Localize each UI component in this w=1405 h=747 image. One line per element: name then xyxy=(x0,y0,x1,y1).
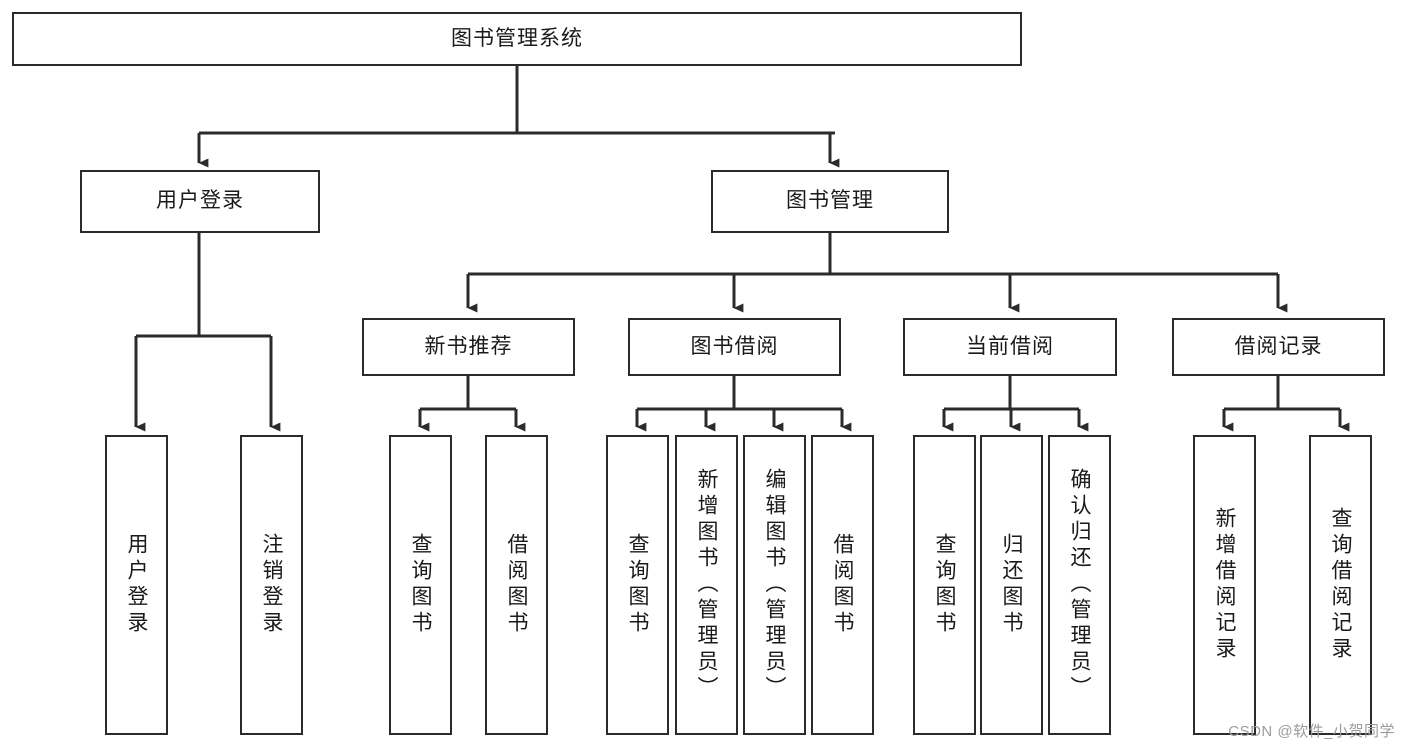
node-new-book-recommend[interactable]: 新书推荐 xyxy=(362,318,575,376)
node-label: 确认归还（管理员） xyxy=(1068,468,1091,702)
node-borrow-record[interactable]: 借阅记录 xyxy=(1172,318,1385,376)
leaf-borrow-query-book[interactable]: 查询图书 xyxy=(606,435,669,735)
watermark-text: CSDN @软件_小贺同学 xyxy=(1228,723,1395,740)
node-label: 用户登录 xyxy=(156,189,244,213)
node-label: 用户登录 xyxy=(125,533,148,637)
node-label: 新书推荐 xyxy=(424,334,513,358)
leaf-record-add-record[interactable]: 新增借阅记录 xyxy=(1193,435,1256,735)
leaf-borrow-edit-book-admin[interactable]: 编辑图书（管理员） xyxy=(743,435,806,735)
node-label: 借阅记录 xyxy=(1234,334,1323,358)
node-book-management[interactable]: 图书管理 xyxy=(711,170,949,233)
leaf-recommend-borrow-book[interactable]: 借阅图书 xyxy=(485,435,548,735)
node-label: 编辑图书（管理员） xyxy=(763,468,786,702)
leaf-user-login-logout[interactable]: 注销登录 xyxy=(240,435,303,735)
node-label: 新增借阅记录 xyxy=(1213,507,1236,663)
leaf-record-query-record[interactable]: 查询借阅记录 xyxy=(1309,435,1372,735)
node-label: 查询图书 xyxy=(409,533,432,637)
node-label: 查询图书 xyxy=(626,533,649,637)
leaf-recommend-query-book[interactable]: 查询图书 xyxy=(389,435,452,735)
node-label: 查询图书 xyxy=(933,533,956,637)
node-label: 查询借阅记录 xyxy=(1329,507,1352,663)
node-current-borrow[interactable]: 当前借阅 xyxy=(903,318,1117,376)
leaf-borrow-add-book-admin[interactable]: 新增图书（管理员） xyxy=(675,435,738,735)
node-label: 新增图书（管理员） xyxy=(695,468,718,702)
node-label: 图书借阅 xyxy=(690,334,779,358)
node-book-borrow[interactable]: 图书借阅 xyxy=(628,318,841,376)
leaf-user-login-login[interactable]: 用户登录 xyxy=(105,435,168,735)
node-label: 注销登录 xyxy=(260,533,283,637)
node-label: 借阅图书 xyxy=(505,533,528,637)
leaf-current-query-book[interactable]: 查询图书 xyxy=(913,435,976,735)
leaf-current-confirm-return-admin[interactable]: 确认归还（管理员） xyxy=(1048,435,1111,735)
node-user-login[interactable]: 用户登录 xyxy=(80,170,320,233)
node-label: 归还图书 xyxy=(1000,533,1023,637)
node-root-system[interactable]: 图书管理系统 xyxy=(12,12,1022,66)
node-label: 当前借阅 xyxy=(966,334,1054,358)
leaf-borrow-borrow-book[interactable]: 借阅图书 xyxy=(811,435,874,735)
node-label: 图书管理系统 xyxy=(451,26,583,50)
node-label: 图书管理 xyxy=(786,189,874,213)
leaf-current-return-book[interactable]: 归还图书 xyxy=(980,435,1043,735)
node-label: 借阅图书 xyxy=(831,533,854,637)
